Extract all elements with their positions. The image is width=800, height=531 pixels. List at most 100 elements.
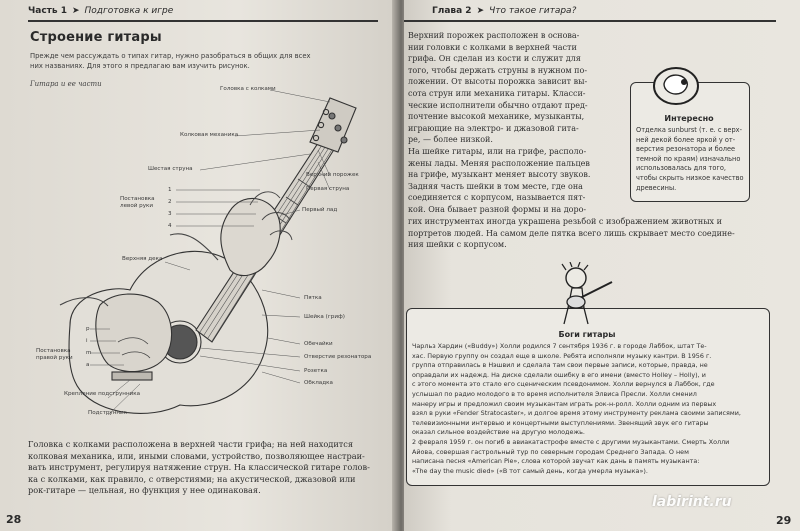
label-line: Постановка: [36, 348, 71, 354]
label-heel: Пятка: [304, 295, 322, 301]
label-bridge: Подструнник: [88, 410, 128, 416]
intro-line: них названиях. Для этого я предлагаю вам…: [30, 62, 250, 70]
guitar-gods-box: [406, 308, 770, 486]
gods-line: «The day the music died» («В тот самый д…: [412, 466, 648, 475]
body-line: колковая механика, или, иными словами, у…: [28, 450, 365, 461]
note-line: древесины.: [636, 183, 677, 192]
gods-line: манеру игры и предложил своим музыкантам…: [412, 399, 717, 408]
left-arrow-icon: ➤: [71, 6, 80, 16]
label-first-string: Первая струна: [306, 186, 350, 192]
intro-line: Прежде чем рассуждать о типах гитар, нуж…: [30, 52, 311, 60]
note-line: ней декой более яркой у от-: [636, 135, 736, 144]
lightbulb-icon: [653, 67, 699, 105]
gods-box-title: Боги гитары: [558, 330, 616, 339]
body-line: жены лады. Меняя расположение пальцев: [408, 158, 590, 168]
interesting-note-box: [630, 82, 750, 202]
body-line: почтение высокой механике, музыканты,: [408, 112, 585, 122]
body-line: кой. Она бывает разной формы и на доро-: [408, 204, 587, 214]
note-box-title: Интересно: [664, 114, 714, 123]
body-line: того, чтобы держать струны в нужном по-: [408, 65, 588, 75]
note-line: темной по краям) изначально: [636, 154, 741, 163]
label-shells: Обечайки: [304, 341, 333, 347]
note-box-text: Отделка sunburst (т. е. с верх- ней деко…: [636, 126, 744, 193]
label-soundboard: Верхняя дека: [122, 256, 163, 262]
section-title: Строение гитары: [30, 30, 162, 45]
right-hand: [95, 293, 173, 373]
gods-line: услышал по радио молодого в то время исп…: [412, 389, 697, 398]
body-line: ре, — более низкой.: [408, 135, 493, 145]
body-line: соединяется с корпусом, называется пят-: [408, 193, 586, 203]
pima-a: a: [86, 362, 90, 368]
label-binding: Обкладка: [304, 380, 333, 386]
body-line: сота струн или механика гитары. Класси-: [408, 88, 586, 98]
note-line: чтобы скрыть низкое качество: [636, 173, 744, 182]
body-line: Головка с колками расположена в верхней …: [28, 439, 354, 449]
right-body-text: Верхний порожек расположен в основа- нии…: [408, 30, 630, 216]
left-body-text: Головка с колками расположена в верхней …: [28, 439, 378, 497]
guitarist-cartoon-icon: [561, 262, 613, 325]
note-line: верстия резонатора и более: [636, 145, 736, 154]
label-first-fret: Первый лад: [302, 207, 338, 213]
intro-text: Прежде чем рассуждать о типах гитар, нуж…: [30, 51, 311, 71]
gods-line: Чарльз Хардин («Buddy») Холли родился 7 …: [412, 342, 707, 350]
gods-box-text: Чарльз Хардин («Buddy») Холли родился 7 …: [412, 342, 764, 476]
left-hand: [220, 197, 281, 277]
gods-line: взял в руки «Fender Stratocaster», и дол…: [412, 409, 741, 418]
gods-line: хас. Первую группу он создал еще в школе…: [412, 351, 712, 360]
body-line: играющие на электро- и джазовой гита-: [408, 123, 579, 133]
headstock: [309, 97, 357, 153]
label-headstock: Головка с колками: [220, 86, 276, 92]
gods-line: оказал сильное воздействие на другую мол…: [412, 428, 585, 437]
label-neck: Шейка (гриф): [304, 314, 345, 320]
label-right-hand-position: Постановка правой руки: [36, 348, 73, 362]
gods-line: написана песня «American Pie», слова кот…: [412, 457, 700, 466]
label-tuning-mechanism: Колковая механика: [180, 132, 239, 138]
body-line: ка с колками, как правило, с отверстиями…: [28, 473, 356, 484]
body-line: На шейке гитары, или на грифе, располо-: [408, 146, 587, 156]
left-chapter-label: Часть 1: [28, 6, 67, 16]
label-bridge-mount: Крепление подструнника: [64, 391, 141, 397]
gods-line: 2 февраля 1959 г. он погиб в авиакатастр…: [412, 437, 730, 446]
right-page: Глава 2➤Что такое гитара? Верхний пороже…: [404, 0, 800, 531]
label-line: левой руки: [120, 203, 154, 209]
finger-number-2: 2: [168, 199, 172, 205]
body-line: гих инструментах иногда украшена резьбой…: [408, 217, 722, 226]
body-line: вать инструмент, регулируя натяжение стр…: [28, 462, 370, 473]
right-arrow-icon: ➤: [476, 6, 485, 16]
finger-number-1: 1: [168, 187, 172, 193]
left-head-rule: [28, 20, 378, 22]
figure-caption: Гитара и ее части: [30, 80, 102, 88]
gods-line: Айова, совершая гастрольный тур по север…: [412, 447, 689, 456]
finger-number-4: 4: [168, 223, 172, 229]
label-upper-nut: Верхний порожек: [306, 172, 359, 178]
finger-number-3: 3: [168, 211, 172, 217]
body-line: на грифе, музыкант меняет высоту звуков.: [408, 170, 591, 180]
right-head-rule: [404, 20, 776, 22]
body-line: ния шейки с корпусом.: [408, 240, 507, 250]
right-running-subtitle: Что такое гитара?: [489, 6, 577, 16]
bridge-mount: [111, 371, 153, 381]
gods-line: группа отправилась в Нэшвил и сделала та…: [412, 361, 708, 370]
right-page-number: 29: [776, 514, 792, 527]
left-page-number: 28: [6, 513, 22, 526]
left-page: Часть 1➤Подготовка к игре Строение гитар…: [0, 0, 398, 531]
watermark: labirint.ru: [652, 494, 732, 510]
note-line: использовалась для того,: [636, 164, 726, 173]
body-line: ческие исполнители обычно отдают пред-: [408, 100, 588, 110]
body-line: нии головки с колками в верхней части: [408, 42, 577, 52]
body-line: ложении. От высоты порожка зависит вы-: [408, 77, 588, 87]
label-line: Постановка: [120, 196, 155, 202]
body-line: грифа. Он сделан из кости и служит для: [408, 54, 581, 64]
label-left-hand-position: Постановка левой руки: [120, 196, 155, 210]
body-line: портретов людей. На самом деле пятка все…: [408, 228, 735, 238]
gods-line: телевизионными интервью и концертными вы…: [412, 418, 709, 427]
guitar-illustration: [59, 89, 357, 416]
body-line: рок-гитаре — цельная, но функция у нее о…: [28, 485, 261, 496]
pima-p: p: [86, 326, 90, 332]
gods-line: оправдали их надежд. На диске сделали ош…: [412, 370, 706, 379]
gods-line: с этого момента это стало его сценически…: [412, 380, 715, 389]
right-body-text-wide: гих инструментах иногда украшена резьбой…: [408, 216, 778, 251]
pima-i: i: [86, 338, 88, 344]
label-line: правой руки: [36, 355, 73, 361]
left-running-head: Часть 1➤Подготовка к игре: [28, 6, 173, 16]
